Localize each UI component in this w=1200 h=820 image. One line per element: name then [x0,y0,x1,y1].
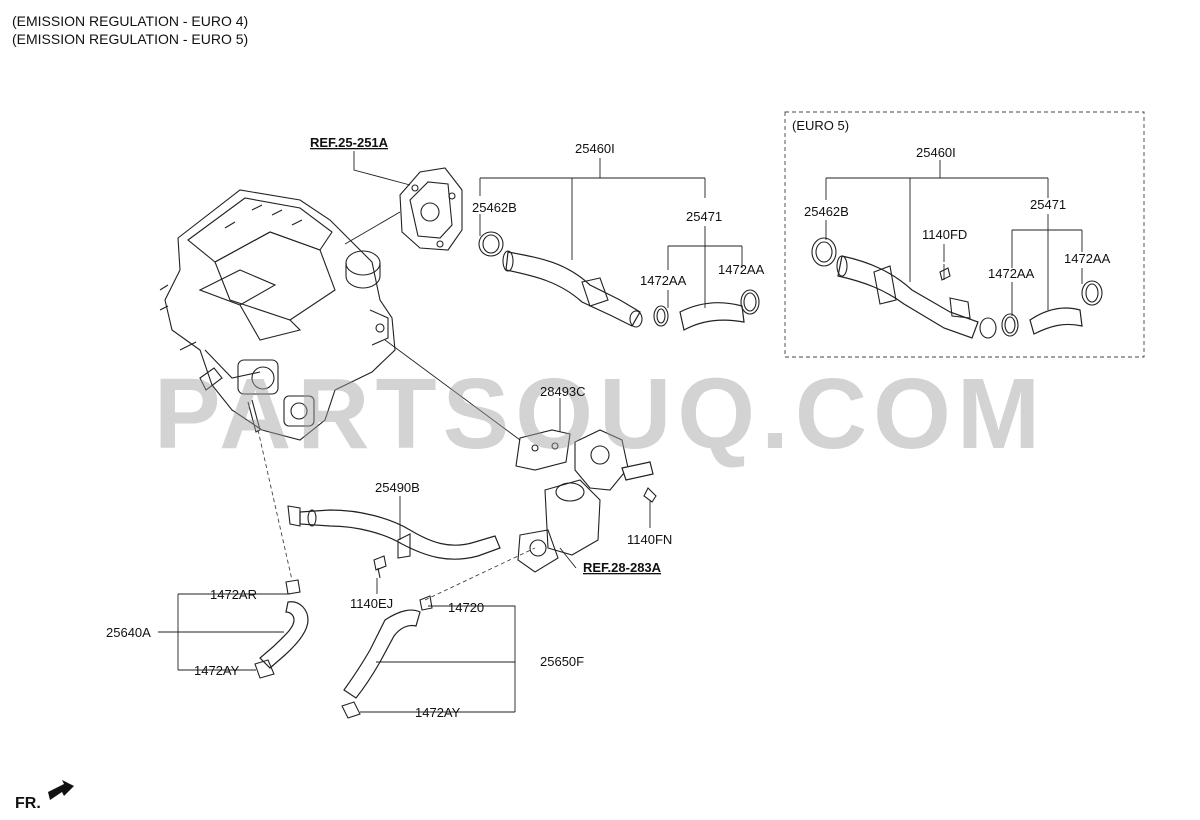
watermark: PARTSOUQ.COM [154,358,1046,470]
egr-flange [344,151,463,251]
label-1472AA-right[interactable]: 1472AA [718,262,765,277]
label-e5-1140FD[interactable]: 1140FD [922,227,967,242]
hose-25640A [158,429,309,679]
hose-25650F [341,547,536,719]
label-ref-25-251A[interactable]: REF.25-251A [310,135,389,150]
label-1472AA-left[interactable]: 1472AA [640,273,687,288]
label-1140EJ[interactable]: 1140EJ [350,596,393,611]
label-1472AR[interactable]: 1472AR [210,587,257,602]
euro5-title: (EURO 5) [792,118,849,133]
gasket-28493C [384,339,571,471]
euro5-box [784,111,1145,358]
label-25640A[interactable]: 25640A [106,625,151,640]
leader-ref-28-283A [559,547,577,569]
label-25650F[interactable]: 25650F [540,654,584,669]
label-e5-25471[interactable]: 25471 [1030,197,1066,212]
bolt-1140EJ [373,555,387,594]
label-ref-28-283A[interactable]: REF.28-283A [583,560,662,575]
water-outlet-housing [517,429,657,573]
label-25460I[interactable]: 25460I [575,141,615,156]
label-25462B[interactable]: 25462B [472,200,517,215]
front-direction-label: FR. [15,795,41,812]
label-e5-25462B[interactable]: 25462B [804,204,849,219]
front-arrow-icon [48,780,74,800]
leader-e5-25460I [825,160,1083,316]
label-e5-25460I[interactable]: 25460I [916,145,956,160]
euro5-parts [811,237,1103,339]
header-line-euro5: (EMISSION REGULATION - EURO 5) [12,31,249,47]
label-1472AY-bottom[interactable]: 1472AY [415,705,461,720]
label-28493C[interactable]: 28493C [540,384,586,399]
label-e5-1472AA-left[interactable]: 1472AA [988,266,1035,281]
leader-25460I [479,158,743,308]
label-1472AY-left[interactable]: 1472AY [194,663,240,678]
hose-25490B [287,496,501,560]
label-e5-1472AA-right[interactable]: 1472AA [1064,251,1111,266]
egr-pipe-25460I [478,231,760,331]
label-25490B[interactable]: 25490B [375,480,420,495]
header-line-euro4: (EMISSION REGULATION - EURO 4) [12,13,249,29]
label-25471[interactable]: 25471 [686,209,722,224]
engine-block [159,189,396,441]
label-14720[interactable]: 14720 [448,600,484,615]
label-1140FN[interactable]: 1140FN [627,532,672,547]
